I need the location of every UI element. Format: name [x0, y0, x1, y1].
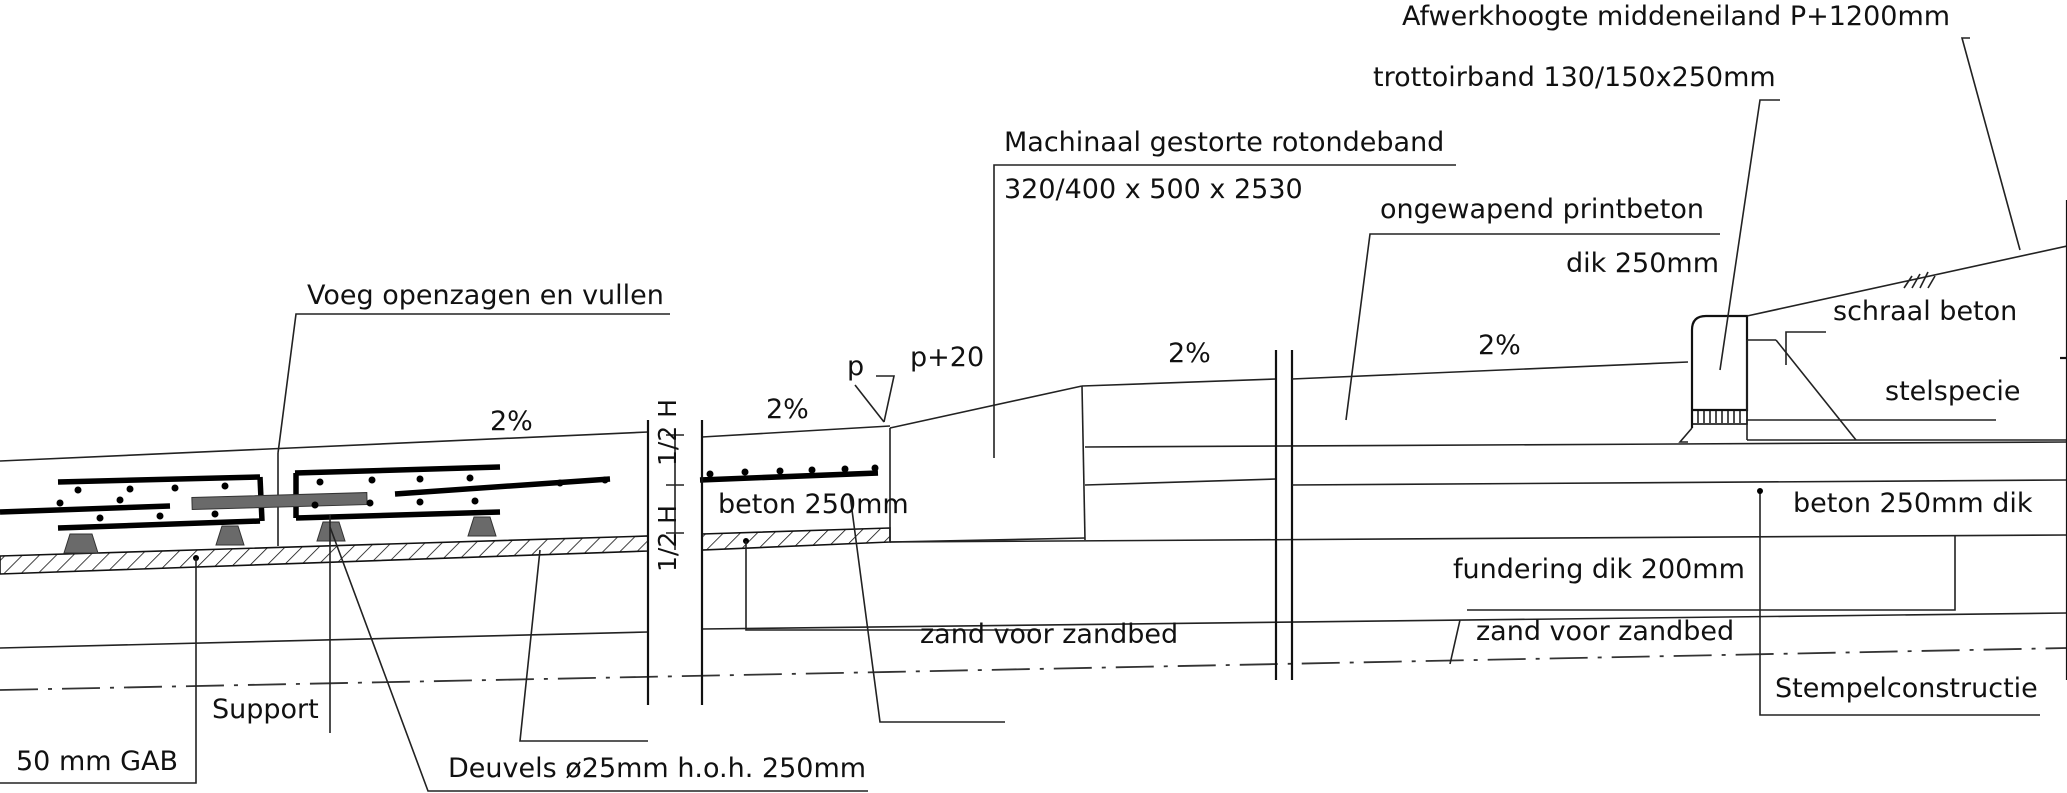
rebar-bottom-1 [57, 518, 261, 531]
leader-trottoirband [1719, 99, 1780, 371]
label-gab: 50 mm GAB [16, 746, 178, 777]
label-printbeton-1: ongewapend printbeton [1380, 194, 1704, 225]
label-voeg: Voeg openzagen en vullen [307, 280, 664, 311]
trottoirband-kerb [1690, 314, 1749, 428]
leader-gab [0, 558, 197, 784]
leader-schraal [1785, 331, 1826, 365]
rotondeband-section [889, 350, 2067, 680]
label-support: Support [212, 694, 319, 725]
rebar-mid-1 [0, 503, 171, 515]
rebar-top-1 [57, 474, 261, 485]
label-p: p [847, 351, 864, 382]
gab-layer-left [0, 535, 649, 575]
schraal-beton-slope [1775, 339, 1857, 441]
slab-top-line-mid [701, 425, 891, 438]
label-stempel: Stempelconstructie [1775, 673, 2038, 704]
leader-fundering [1467, 536, 1956, 611]
slab-top-line [0, 431, 649, 462]
label-p20: p+20 [910, 342, 984, 373]
printbeton-top [1291, 361, 1689, 380]
layer-line-1 [1084, 441, 2067, 448]
leader-p [854, 384, 885, 423]
label-zand-mid: zand voor zandbed [920, 619, 1178, 650]
labels: Voeg openzagen en vullen 2% 1/2 H 1/2 H … [16, 1, 2038, 784]
leader-p20 [876, 375, 895, 423]
leader-voeg [277, 313, 670, 454]
dash-dot-axis [0, 647, 2067, 691]
rebar-dots [56, 464, 879, 561]
gab-layer-mid [701, 527, 891, 551]
ground-symbol [1903, 271, 1936, 289]
leader-afwerkhoogte [1960, 37, 2021, 251]
rotondeband-top [1081, 378, 1277, 387]
label-slope-left: 2% [490, 406, 533, 437]
label-zand-right: zand voor zandbed [1476, 616, 1734, 647]
support-chair-4 [467, 516, 497, 537]
support-chair-1 [63, 533, 99, 554]
middeneiland-slope [1746, 245, 2067, 317]
leader-beton [849, 494, 1005, 723]
left-slab-section [0, 420, 2067, 705]
label-deuvels: Deuvels ø25mm h.o.h. 250mm [448, 753, 866, 784]
label-rotonde-1: Machinaal gestorte rotondeband [1004, 127, 1444, 158]
label-beton-right: beton 250mm dik [1793, 488, 2033, 519]
label-schraal: schraal beton [1833, 296, 2017, 327]
label-fundering: fundering dik 200mm [1453, 554, 1745, 585]
support-chair-2 [215, 525, 245, 546]
kerb-foot [1678, 427, 1693, 443]
leader-stempel [1759, 491, 2040, 716]
label-slope-center: 2% [1168, 338, 1211, 369]
label-trottoirband: trottoirband 130/150x250mm [1373, 62, 1776, 93]
leader-lines [0, 37, 2040, 792]
leader-deuvels [329, 526, 868, 792]
trottoirband-section [1678, 200, 2067, 680]
stelspecie-bed [1691, 409, 1748, 425]
leader-rotondeband [993, 164, 1456, 458]
leader-zand-mid [745, 541, 1040, 631]
label-afwerkhoogte: Afwerkhoogte middeneiland P+1200mm [1402, 1, 1950, 32]
rebar-mid-2 [394, 476, 611, 497]
rotondeband-top-slope [889, 385, 1083, 429]
leader-printbeton [1345, 233, 1720, 421]
sand-line-left [0, 631, 649, 649]
leader-zand-right [1449, 619, 1461, 665]
rebar-bottom-2 [295, 509, 501, 521]
rebar-mid-3 [699, 470, 879, 483]
beton-layer-line [1291, 479, 2067, 486]
dowel-bar [191, 492, 368, 510]
leader-deuvels-2 [519, 549, 648, 742]
fundering-top [889, 534, 2067, 543]
label-printbeton-2: dik 250mm [1566, 248, 1719, 279]
rotondeband-joint [1081, 385, 1086, 541]
label-slope-mid: 2% [766, 394, 809, 425]
rebar-top-2 [294, 464, 501, 476]
label-beton-left: beton 250mm [718, 489, 909, 520]
label-stelspecie: stelspecie [1885, 376, 2021, 407]
stelspecie-hatch [1697, 411, 1741, 423]
label-rotonde-2: 320/400 x 500 x 2530 [1004, 174, 1303, 205]
sand-line-right [701, 612, 2067, 630]
label-slope-right: 2% [1478, 330, 1521, 361]
label-half-h-bottom: 1/2 H [653, 505, 682, 572]
layer-line-2 [1084, 478, 1277, 486]
label-half-h-top: 1/2 H [653, 399, 682, 466]
